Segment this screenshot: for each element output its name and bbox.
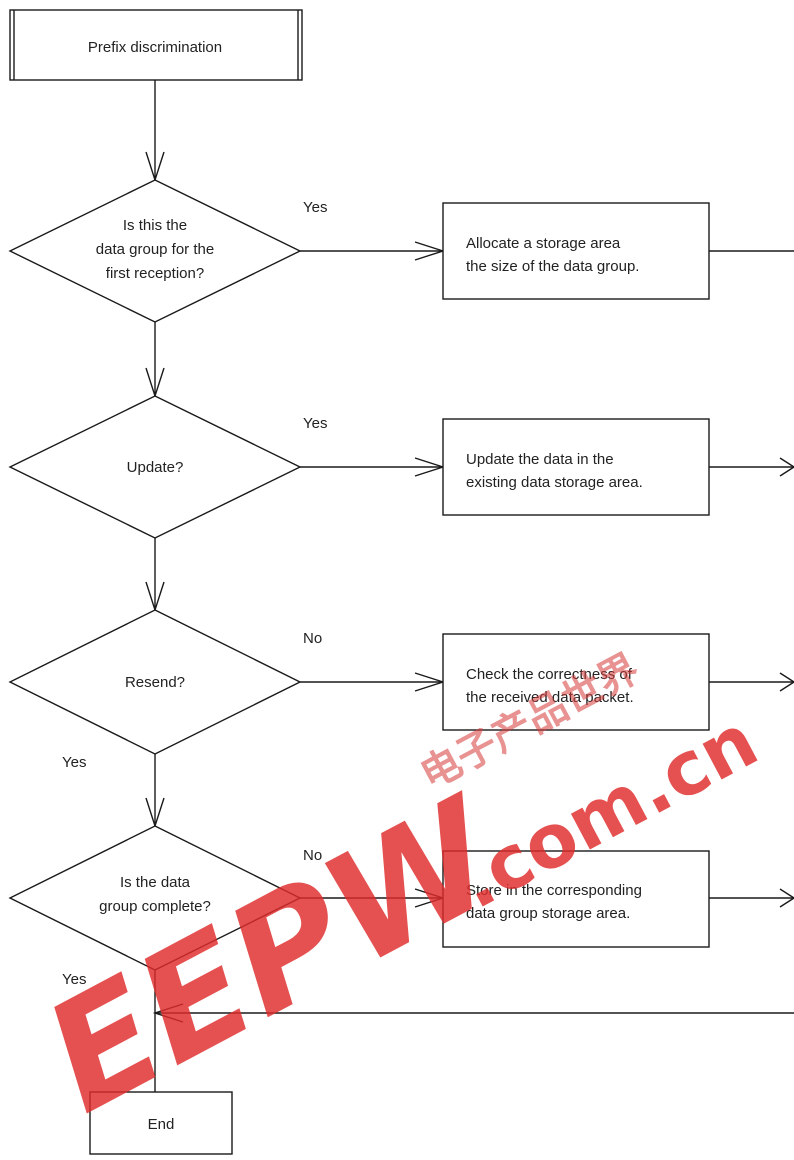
process-store-line1: Store in the corresponding xyxy=(466,882,642,899)
branch-labels: Yes Yes No Yes No Yes xyxy=(62,199,327,988)
process-store: Store in the corresponding data group st… xyxy=(442,850,710,948)
decision-first-reception-line3: first reception? xyxy=(106,265,204,282)
process-allocate-line1: Allocate a storage area xyxy=(466,235,621,252)
process-update: Update the data in the existing data sto… xyxy=(442,418,710,516)
process-check-line2: the received data packet. xyxy=(466,689,634,706)
watermark-logo: EEPW xyxy=(19,765,531,1147)
process-update-line1: Update the data in the xyxy=(466,451,614,468)
decision-resend: Resend? xyxy=(8,609,302,755)
process-allocate: Allocate a storage area the size of the … xyxy=(442,202,710,300)
process-allocate-line2: the size of the data group. xyxy=(466,258,639,275)
decision-first-reception-line1: Is this the xyxy=(123,217,187,234)
process-check-line1: Check the correctness of xyxy=(466,666,633,683)
decision-complete-line2: group complete? xyxy=(99,898,211,915)
yes-label-update: Yes xyxy=(303,415,327,432)
decision-update: Update? xyxy=(8,395,302,539)
decision-first-reception-line2: data group for the xyxy=(96,241,214,258)
process-store-line2: data group storage area. xyxy=(466,905,630,922)
process-check: Check the correctness of the received da… xyxy=(442,633,710,731)
decision-complete: Is the data group complete? xyxy=(8,825,302,971)
end-box: End xyxy=(89,1091,233,1155)
decision-update-label: Update? xyxy=(127,459,184,476)
decision-first-reception: Is this the data group for the first rec… xyxy=(8,179,302,323)
yes-label-first-reception: Yes xyxy=(303,199,327,216)
decision-complete-line1: Is the data xyxy=(120,874,191,891)
no-label-resend: No xyxy=(303,630,322,647)
right-return-lines xyxy=(152,250,794,1023)
yes-label-complete: Yes xyxy=(62,971,86,988)
end-label: End xyxy=(148,1116,175,1133)
no-label-complete: No xyxy=(303,847,322,864)
start-label: Prefix discrimination xyxy=(88,39,222,56)
decision-resend-label: Resend? xyxy=(125,674,185,691)
start-box: Prefix discrimination xyxy=(9,9,303,81)
process-update-line2: existing data storage area. xyxy=(466,474,643,491)
yes-label-resend: Yes xyxy=(62,754,86,771)
